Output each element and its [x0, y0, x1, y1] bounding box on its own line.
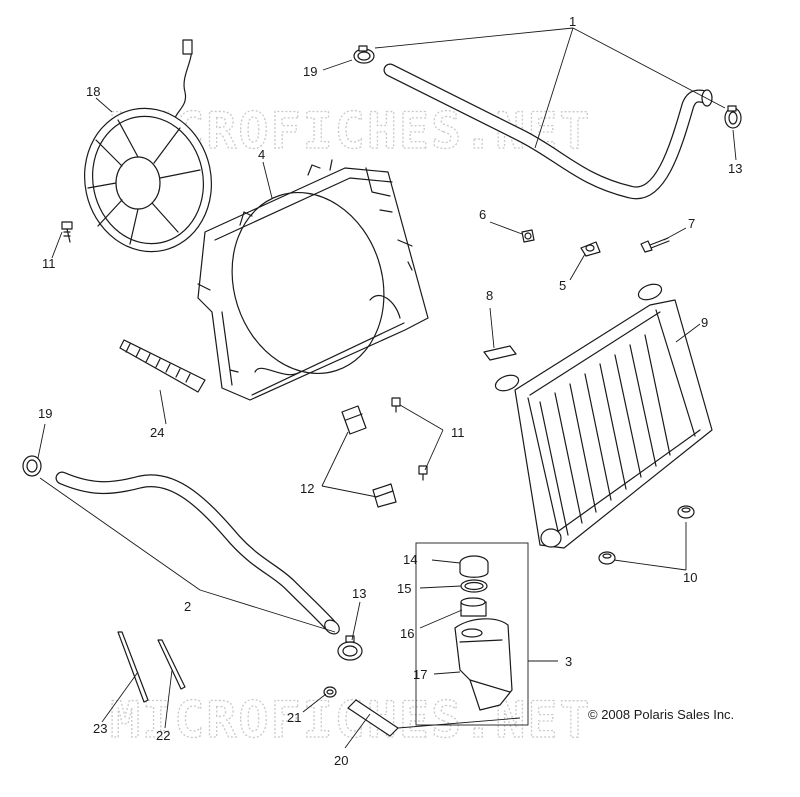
fan-shroud	[197, 159, 429, 401]
hose-clamp-19-bottom	[22, 455, 42, 477]
callout-11-right: 11	[451, 425, 465, 440]
callout-3: 3	[565, 654, 572, 669]
callout-13-bottom: 13	[352, 586, 366, 601]
callout-18: 18	[86, 84, 100, 99]
grommet-5	[580, 241, 601, 257]
isolator-12-lower	[372, 483, 397, 508]
hose-clamp-19-top	[353, 45, 375, 64]
callout-16: 16	[400, 626, 414, 641]
rod-23	[117, 631, 149, 703]
callout-21: 21	[287, 710, 301, 725]
clamp-21	[323, 686, 337, 698]
radiator	[494, 283, 713, 549]
callout-1: 1	[569, 14, 576, 29]
copyright-notice: © 2008 Polaris Sales Inc.	[588, 707, 734, 722]
reservoir-kit-box	[415, 542, 529, 726]
seal-ring-15	[460, 579, 488, 593]
callout-19-bottom: 19	[38, 406, 52, 421]
grommet-10-lower	[598, 551, 616, 565]
bolt-7	[640, 237, 670, 253]
callout-10: 10	[683, 570, 697, 585]
screw-11-left	[61, 221, 73, 243]
callout-6: 6	[479, 207, 486, 222]
coolant-reservoir-17	[454, 618, 513, 711]
grommet-10-upper	[677, 505, 695, 519]
callout-13-top: 13	[728, 161, 742, 176]
isolator-12-upper	[341, 405, 367, 435]
watermark-bottom: MICROFICHES.NET	[110, 691, 592, 749]
neck-16	[460, 597, 487, 617]
leader-lines	[37, 27, 737, 749]
callout-20: 20	[334, 753, 348, 768]
screw-11-upper	[391, 397, 401, 413]
callout-4: 4	[258, 147, 265, 162]
hose-clamp-13-top	[724, 105, 742, 129]
rod-22	[157, 639, 186, 690]
callout-23: 23	[93, 721, 107, 736]
callout-19-top: 19	[303, 64, 317, 79]
callout-5: 5	[559, 278, 566, 293]
bracket-8	[483, 345, 517, 361]
grommet-6	[521, 229, 535, 243]
callout-11-left: 11	[42, 256, 56, 271]
reservoir-cap-14	[459, 555, 489, 578]
callout-9: 9	[701, 315, 708, 330]
hose-clamp-13-bottom	[337, 635, 363, 661]
callout-7: 7	[688, 216, 695, 231]
lower-radiator-hose	[55, 471, 340, 635]
callout-8: 8	[486, 288, 493, 303]
callout-17: 17	[413, 667, 427, 682]
cooling-fan-assembly	[83, 39, 213, 253]
callout-22: 22	[156, 728, 170, 743]
upper-radiator-hose	[383, 63, 713, 200]
callout-24: 24	[150, 425, 164, 440]
callout-labels: 1 19 13 18 4 11 6 5 7 8 9 24 11 19 12 10…	[38, 14, 742, 768]
screw-11-lower	[418, 465, 428, 481]
callout-15: 15	[397, 581, 411, 596]
foam-sleeve	[119, 339, 206, 393]
callout-2: 2	[184, 599, 191, 614]
callout-12: 12	[300, 481, 314, 496]
callout-14: 14	[403, 552, 417, 567]
